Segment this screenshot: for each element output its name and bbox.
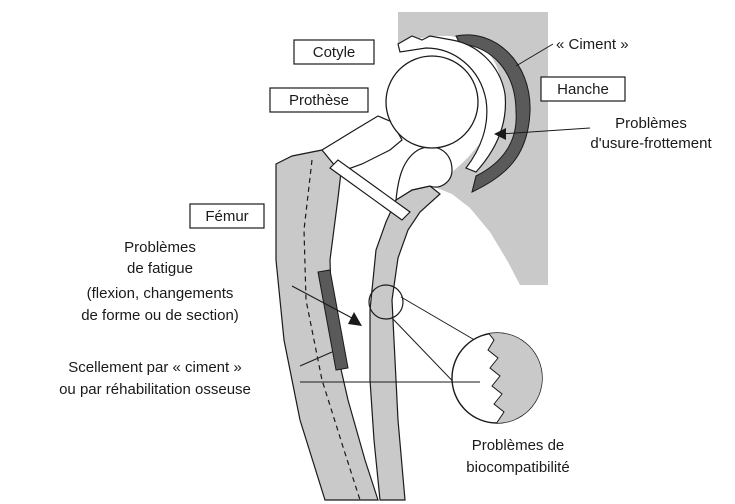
prosthesis-head <box>386 56 478 148</box>
fatigue-label-line4: de forme ou de section) <box>81 307 239 324</box>
fatigue-label-line1: Problèmes <box>124 239 196 256</box>
scellement-label-line1: Scellement par « ciment » <box>68 359 241 376</box>
magnifier-line-top <box>401 297 478 342</box>
biocompat-label-line2: biocompatibilité <box>466 459 569 476</box>
usure-label-line2: d'usure-frottement <box>590 135 712 152</box>
prothese-label: Prothèse <box>289 92 349 109</box>
hanche-label: Hanche <box>557 81 609 98</box>
fatigue-label-line3: (flexion, changements <box>87 285 234 302</box>
femur-medial-cortex <box>370 186 440 500</box>
femur-label: Fémur <box>205 208 248 225</box>
cotyle-label: Cotyle <box>313 44 356 61</box>
biocompat-label-line1: Problèmes de <box>472 437 565 454</box>
usure-label-line1: Problèmes <box>615 115 687 132</box>
fatigue-arrow-head <box>348 312 362 326</box>
ciment-label: « Ciment » <box>556 36 629 53</box>
scellement-label-line2: ou par réhabilitation osseuse <box>59 381 251 398</box>
fatigue-label-line2: de fatigue <box>127 260 193 277</box>
